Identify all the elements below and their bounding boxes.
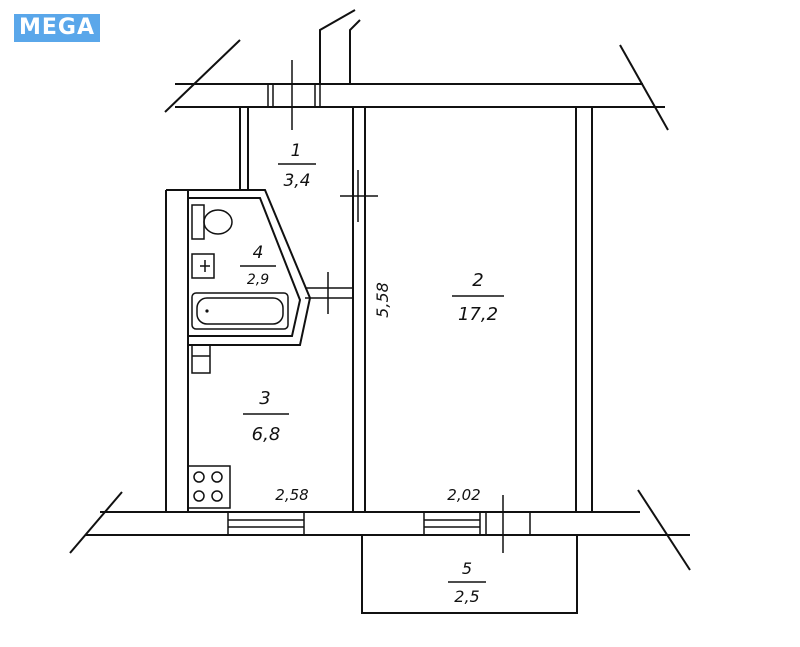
room-4-number: 4 — [253, 243, 264, 263]
room-5-area: 2,5 — [454, 587, 479, 606]
balcony — [361, 534, 578, 614]
mega-logo: MEGA — [14, 14, 100, 42]
room-1-number: 1 — [291, 141, 302, 161]
room-label-4: 4 2,9 — [240, 243, 276, 288]
bathtub-icon — [191, 292, 289, 330]
room-4-area: 2,9 — [247, 272, 269, 288]
room-label-2: 2 17,2 — [452, 270, 504, 325]
interior-walls — [165, 107, 593, 512]
room-5-number: 5 — [462, 559, 472, 578]
kitchen-sink-icon — [191, 344, 211, 374]
room-label-1: 1 3,4 — [278, 141, 316, 191]
room-3-number: 3 — [259, 388, 270, 409]
dimension-length: 5,58 — [373, 282, 392, 318]
room-label-3: 3 6,8 — [243, 388, 289, 445]
stove-icon — [187, 465, 231, 509]
dimension-kitchen-width: 2,58 — [275, 486, 308, 504]
exterior-walls — [69, 9, 691, 571]
sink-icon — [191, 253, 215, 279]
room-2-number: 2 — [472, 270, 483, 291]
room-1-area: 3,4 — [283, 171, 310, 191]
toilet-icon — [191, 204, 233, 240]
room-3-area: 6,8 — [252, 424, 281, 445]
room-label-5: 5 2,5 — [448, 559, 486, 606]
room-2-area: 17,2 — [458, 304, 498, 325]
dimension-room-width: 2,02 — [447, 486, 480, 504]
